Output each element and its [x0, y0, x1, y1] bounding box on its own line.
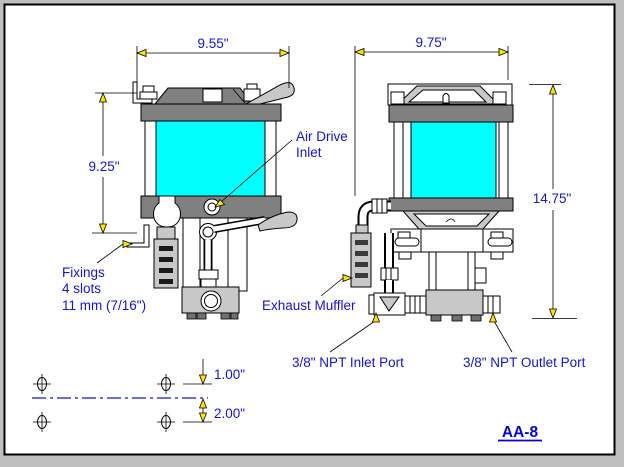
- exhaust-muffler-label: Exhaust Muffler: [262, 298, 356, 313]
- front-top-band: [140, 103, 282, 122]
- slot-hole: [33, 374, 51, 394]
- pump-side-view: [350, 83, 514, 322]
- air-drive-inlet-label-1: Air Drive: [296, 129, 348, 144]
- fixings-label-1: Fixings: [62, 265, 105, 280]
- model-link[interactable]: AA-8: [498, 424, 542, 442]
- dim-slot-top-label: 1.00": [214, 367, 245, 382]
- dim-front-width: 9.55": [135, 36, 291, 88]
- slot-hole: [33, 412, 51, 432]
- dim-overall-height: 14.75": [529, 83, 577, 320]
- side-cylinder-barrel: [410, 121, 497, 199]
- dim-side-width-label: 9.75": [415, 35, 446, 50]
- callout-outlet-port: 3/8" NPT Outlet Port: [463, 311, 586, 370]
- callout-exhaust-muffler: Exhaust Muffler: [262, 273, 356, 313]
- side-top-band: [388, 104, 514, 123]
- front-lever-handle: [257, 211, 298, 232]
- front-top-handle: [244, 82, 295, 106]
- slot-hole: [157, 412, 175, 432]
- slot-hole: [157, 374, 175, 394]
- front-cylinder-barrel: [155, 120, 266, 197]
- fixings-label-2: 4 slots: [62, 281, 101, 296]
- model-link-text[interactable]: AA-8: [502, 424, 539, 441]
- outlet-port-label: 3/8" NPT Outlet Port: [463, 355, 586, 370]
- front-top-bracket: [132, 81, 153, 104]
- air-drive-inlet-label-2: Inlet: [296, 145, 322, 160]
- callout-air-drive-inlet: Air Drive Inlet: [214, 129, 348, 208]
- dim-side-width: 9.75": [353, 35, 510, 196]
- dim-slot-offset-bottom: 2.00": [183, 397, 245, 424]
- dim-front-width-label: 9.55": [197, 36, 228, 51]
- dim-front-body-height: 9.25": [88, 91, 137, 235]
- side-base-manifold: [425, 289, 484, 316]
- mounting-slot-pattern: 1.00" 2.00": [32, 359, 245, 432]
- callout-inlet-port: 3/8" NPT Inlet Port: [292, 311, 404, 370]
- dim-slot-bottom-label: 2.00": [214, 406, 245, 421]
- dim-front-height-label: 9.25": [88, 159, 119, 174]
- callout-fixings: Fixings 4 slots 11 mm (7/16"): [62, 239, 146, 313]
- fixings-label-3: 11 mm (7/16"): [62, 298, 146, 313]
- drawing-sheet: [3, 3, 616, 456]
- dim-slot-offset-top: 1.00": [183, 359, 245, 386]
- side-bottom-band: [388, 197, 514, 212]
- inlet-port-label: 3/8" NPT Inlet Port: [292, 355, 404, 370]
- side-outlet-port: [482, 295, 501, 314]
- dim-overall-height-label: 14.75": [533, 191, 572, 206]
- pump-front-view: [126, 81, 298, 320]
